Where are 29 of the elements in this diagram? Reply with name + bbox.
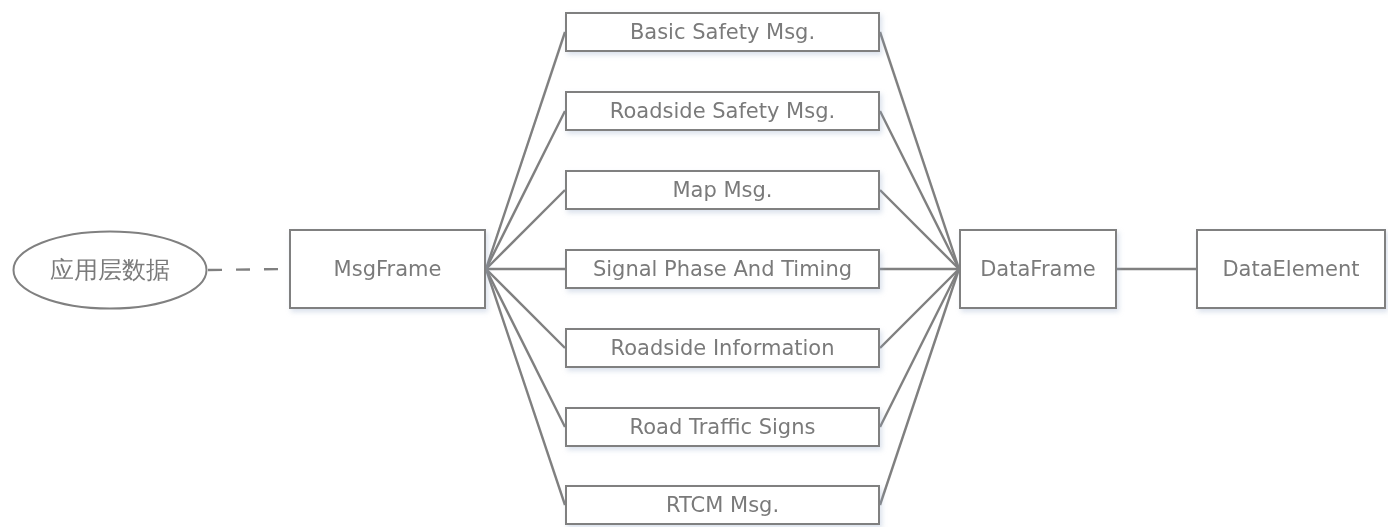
connector-line bbox=[485, 189, 566, 270]
node-label: Signal Phase And Timing bbox=[592, 257, 853, 281]
process-box bbox=[565, 12, 880, 52]
process-box bbox=[289, 229, 486, 309]
node-label: DataElement bbox=[1222, 257, 1360, 281]
node-label: Basic Safety Msg. bbox=[629, 20, 816, 44]
node-label: Road Traffic Signs bbox=[629, 415, 816, 439]
node-label: Roadside Information bbox=[610, 336, 835, 360]
connector-line bbox=[880, 267, 959, 271]
connector-line bbox=[485, 268, 566, 349]
node-label: MsgFrame bbox=[333, 257, 442, 281]
process-box bbox=[565, 91, 880, 131]
connector-line bbox=[1117, 267, 1196, 271]
node-label: Map Msg. bbox=[672, 178, 773, 202]
node-label: RTCM Msg. bbox=[665, 493, 780, 517]
process-box bbox=[565, 249, 880, 289]
ellipse-node bbox=[12, 230, 208, 310]
node-label: Roadside Safety Msg. bbox=[609, 99, 836, 123]
process-box bbox=[565, 407, 880, 447]
connector-line bbox=[486, 267, 565, 271]
process-box bbox=[565, 170, 880, 210]
connector-line bbox=[879, 268, 960, 349]
process-box bbox=[565, 485, 880, 525]
node-label: DataFrame bbox=[980, 257, 1096, 281]
process-box bbox=[565, 328, 880, 368]
process-box bbox=[1196, 229, 1386, 309]
node-label: 应用层数据 bbox=[50, 255, 170, 286]
connector-line bbox=[879, 189, 960, 270]
process-box bbox=[959, 229, 1117, 309]
